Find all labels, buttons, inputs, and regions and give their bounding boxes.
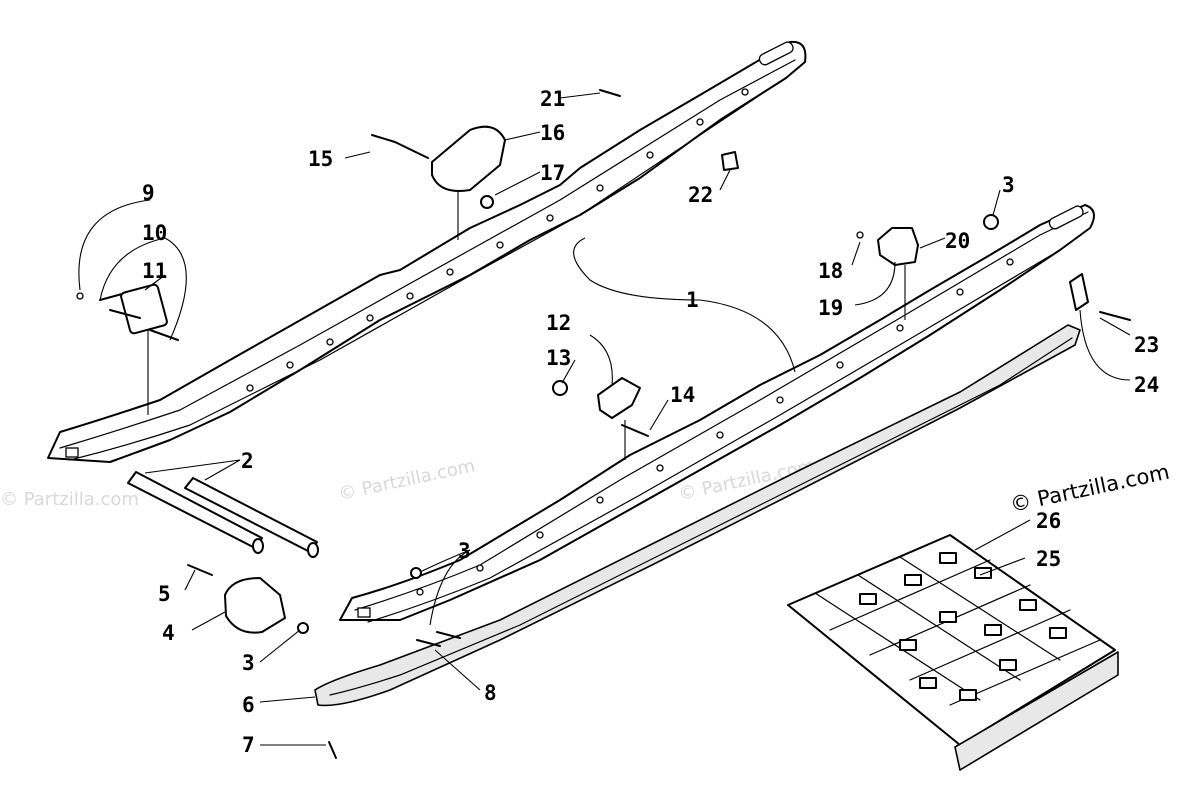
wear-strip xyxy=(314,324,1081,707)
callout-11: 11 xyxy=(142,259,167,283)
callout-13: 13 xyxy=(546,346,571,370)
callout-25: 25 xyxy=(1036,547,1061,571)
callout-10: 10 xyxy=(142,221,167,245)
callout-22: 22 xyxy=(688,183,713,207)
callout-12: 12 xyxy=(546,311,571,335)
copyright-label: © Partzilla.com xyxy=(1008,460,1172,517)
track-section xyxy=(787,534,1119,771)
callout-17: 17 xyxy=(540,161,565,185)
callout-21: 21 xyxy=(540,87,565,111)
callout-24: 24 xyxy=(1134,373,1159,397)
hardware xyxy=(76,89,1131,759)
callout-18: 18 xyxy=(818,259,843,283)
callout-9: 9 xyxy=(142,181,155,205)
callout-3-lower-left: 3 xyxy=(242,651,255,675)
callout-15: 15 xyxy=(308,147,333,171)
callout-23: 23 xyxy=(1134,333,1159,357)
cross-shafts xyxy=(127,471,319,558)
watermark-2: © Partzilla.com xyxy=(337,455,477,504)
callout-26: 26 xyxy=(1036,509,1061,533)
watermark-1: © Partzilla.com xyxy=(0,489,139,510)
callout-4: 4 xyxy=(162,621,175,645)
callout-14: 14 xyxy=(670,383,695,407)
callout-2: 2 xyxy=(241,449,254,473)
callout-7: 7 xyxy=(242,733,255,757)
callout-5: 5 xyxy=(158,582,171,606)
callout-6: 6 xyxy=(242,693,255,717)
callouts: 1 2 3 3 3 4 5 6 7 8 9 10 11 12 13 14 15 … xyxy=(142,87,1159,757)
callout-1: 1 xyxy=(686,288,699,312)
callout-20: 20 xyxy=(945,229,970,253)
callout-19: 19 xyxy=(818,296,843,320)
callout-3-lower-middle: 3 xyxy=(458,539,471,563)
callout-3-upper-right: 3 xyxy=(1002,173,1015,197)
callout-16: 16 xyxy=(540,121,565,145)
leader-lines xyxy=(78,92,1131,746)
rail-left xyxy=(47,40,807,463)
callout-8: 8 xyxy=(484,681,497,705)
